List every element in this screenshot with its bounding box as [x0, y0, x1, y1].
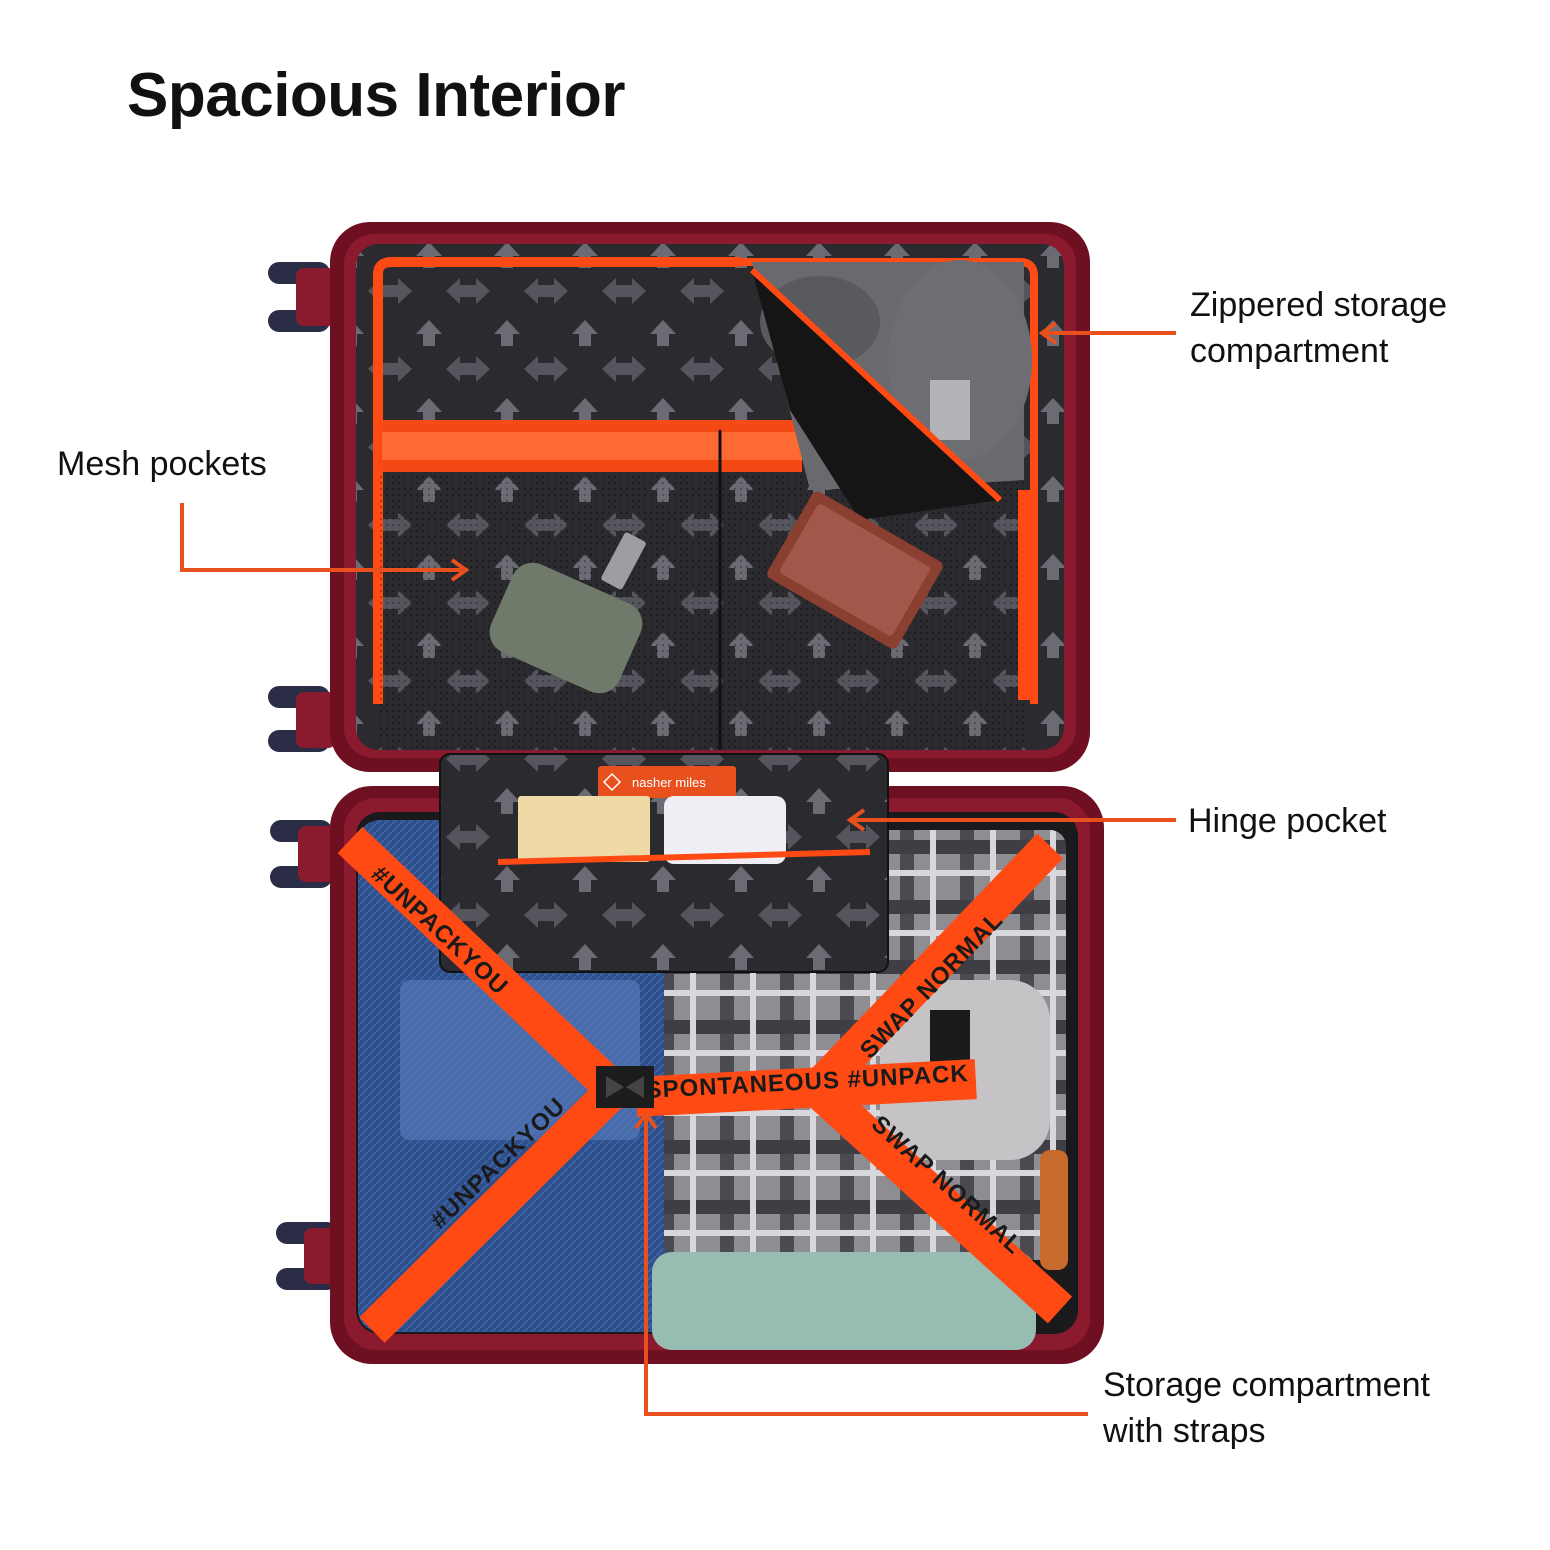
soap-bar: [518, 796, 650, 862]
strap-lower-left: [359, 1079, 625, 1343]
page-title: Spacious Interior: [127, 61, 625, 130]
perfume-bottle: [489, 532, 646, 694]
callout-lines: [180, 321, 1176, 1416]
callout-mesh-line1: Mesh pockets: [57, 445, 267, 483]
strap-upper-right: [807, 833, 1063, 1099]
hinge-pocket: nasher miles: [439, 753, 889, 973]
strap-buckle: [596, 1066, 654, 1108]
strap-upper-left: [337, 826, 625, 1102]
wheel-top: [268, 262, 336, 332]
toiletry-pouch: [664, 796, 786, 864]
callout-zippered-compartment: Zippered storage compartment: [1190, 282, 1447, 374]
strap-lower-right: [807, 1078, 1073, 1324]
callout-hinge-line1: Hinge pocket: [1188, 802, 1387, 840]
card-wallet: [767, 491, 943, 649]
callout-straps-line2: with straps: [1103, 1412, 1266, 1450]
shoe-pouch: [749, 260, 1032, 520]
hinge-callout-line: [846, 808, 1176, 832]
strap-horizontal: [635, 1059, 977, 1117]
wheel-lower-middle: [270, 820, 338, 888]
straps-callout-line: [634, 1110, 1088, 1416]
callout-zippered-line1: Zippered storage: [1190, 286, 1448, 324]
wheel-upper-middle: [268, 686, 336, 752]
callout-mesh-pockets: Mesh pockets: [57, 441, 267, 487]
callout-straps-line1: Storage compartment: [1103, 1366, 1430, 1404]
callout-hinge-pocket: Hinge pocket: [1188, 798, 1386, 844]
mesh-callout-line: [180, 503, 470, 582]
brand-tag-label: nasher miles: [632, 775, 706, 790]
callout-zippered-line2: compartment: [1190, 332, 1389, 370]
zippered-callout-line: [1038, 321, 1176, 345]
callout-storage-straps: Storage compartment with straps: [1103, 1362, 1430, 1454]
brand-tag: nasher miles: [598, 766, 736, 798]
